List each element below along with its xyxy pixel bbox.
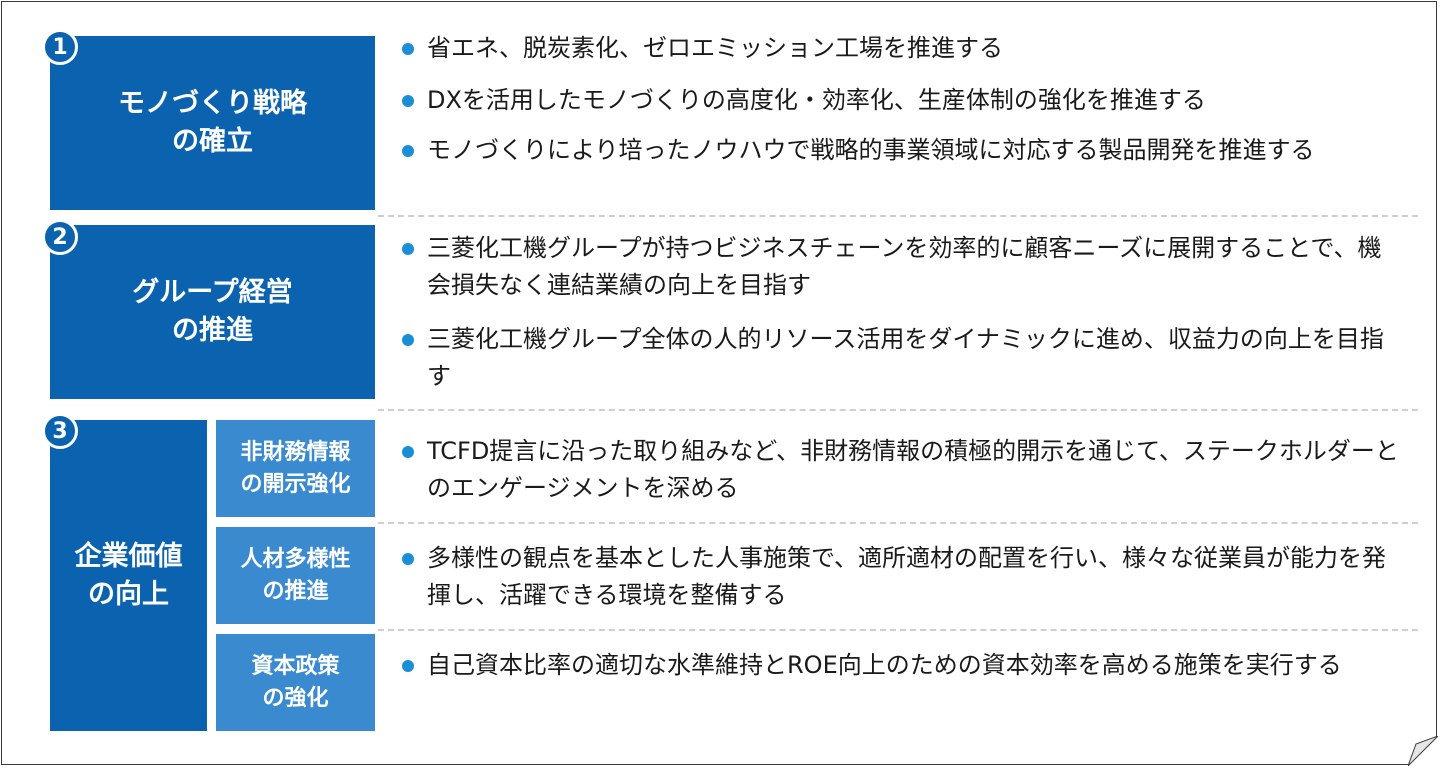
section-1-number-badge: 1 — [42, 29, 78, 65]
subsection-capital-box: 資本政策 の強化 — [216, 634, 375, 731]
bullet-text: 省エネ、脱炭素化、ゼロエミッション工場を推進する — [427, 34, 1003, 62]
section-2-title-line1: グループ経営 — [132, 277, 293, 309]
bullet-text: 三菱化工機グループが持つビジネスチェーンを効率的に顧客ニーズに展開することで、機… — [427, 234, 1382, 299]
section-1-bullet-2: DXを活用したモノづくりの高度化・効率化、生産体制の強化を推進する — [402, 82, 1402, 119]
bullet-dot-icon — [402, 43, 414, 55]
section-3-bullet-2: 多様性の観点を基本とした人事施策で、適所適材の配置を行い、様々な従業員が能力を発… — [402, 540, 1402, 614]
section-3-bullet-1: TCFD提言に沿った取り組みなど、非財務情報の積極的開示を通じて、ステークホルダ… — [402, 433, 1402, 507]
bullet-dot-icon — [402, 145, 414, 157]
page-fold-icon — [1408, 736, 1438, 766]
bullet-dot-icon — [402, 446, 414, 458]
section-2-bullet-2: 三菱化工機グループ全体の人的リソース活用をダイナミックに進め、収益力の向上を目指… — [402, 321, 1402, 395]
bullet-dot-icon — [402, 243, 414, 255]
bullet-text: DXを活用したモノづくりの高度化・効率化、生産体制の強化を推進する — [427, 86, 1206, 114]
subsection-disclosure-box: 非財務情報 の開示強化 — [216, 420, 375, 517]
subsection-2-title-line1: 人材多様性 — [240, 546, 351, 572]
subsection-1-title-line2: の開示強化 — [240, 471, 351, 497]
subsection-2-title-line2: の推進 — [262, 578, 329, 604]
section-divider — [378, 409, 1418, 411]
bullet-dot-icon — [402, 660, 414, 672]
section-3-number-badge: 3 — [42, 413, 78, 449]
section-2-title-line2: の推進 — [171, 315, 253, 346]
section-2-number-badge: 2 — [42, 219, 78, 255]
section-3-title-line2: の向上 — [88, 578, 169, 610]
section-3-bullet-3: 自己資本比率の適切な水準維持とROE向上のための資本効率を高める施策を実行する — [402, 647, 1402, 684]
bullet-text: 自己資本比率の適切な水準維持とROE向上のための資本効率を高める施策を実行する — [427, 651, 1342, 679]
section-1-box: モノづくり戦略 の確立 — [50, 36, 375, 210]
section-1-bullet-3: モノづくりにより培ったノウハウで戦略的事業領域に対応する製品開発を推進する — [402, 132, 1402, 169]
subsection-divider — [378, 629, 1418, 631]
bullet-dot-icon — [402, 553, 414, 565]
section-1-bullet-1: 省エネ、脱炭素化、ゼロエミッション工場を推進する — [402, 30, 1402, 67]
bullet-text: TCFD提言に沿った取り組みなど、非財務情報の積極的開示を通じて、ステークホルダ… — [427, 437, 1399, 502]
section-2-bullet-1: 三菱化工機グループが持つビジネスチェーンを効率的に顧客ニーズに展開することで、機… — [402, 230, 1402, 304]
bullet-text: 三菱化工機グループ全体の人的リソース活用をダイナミックに進め、収益力の向上を目指… — [427, 325, 1384, 390]
subsection-divider — [378, 522, 1418, 524]
subsection-3-title-line1: 資本政策 — [251, 653, 340, 679]
bullet-text: 多様性の観点を基本とした人事施策で、適所適材の配置を行い、様々な従業員が能力を発… — [427, 544, 1387, 609]
section-3-title-line1: 企業価値 — [74, 540, 183, 572]
bullet-dot-icon — [402, 334, 414, 346]
subsection-3-title-line2: の強化 — [262, 685, 329, 711]
section-divider — [378, 215, 1418, 217]
section-3-box: 企業価値 の向上 — [50, 420, 207, 731]
section-1-title-line1: モノづくり戦略 — [118, 88, 307, 120]
section-1-title-line2: の確立 — [172, 126, 253, 157]
section-2-box: グループ経営 の推進 — [50, 225, 375, 399]
bullet-dot-icon — [402, 95, 414, 107]
bullet-text: モノづくりにより培ったノウハウで戦略的事業領域に対応する製品開発を推進する — [427, 136, 1315, 164]
subsection-diversity-box: 人材多様性 の推進 — [216, 527, 375, 624]
subsection-1-title-line1: 非財務情報 — [240, 439, 351, 465]
